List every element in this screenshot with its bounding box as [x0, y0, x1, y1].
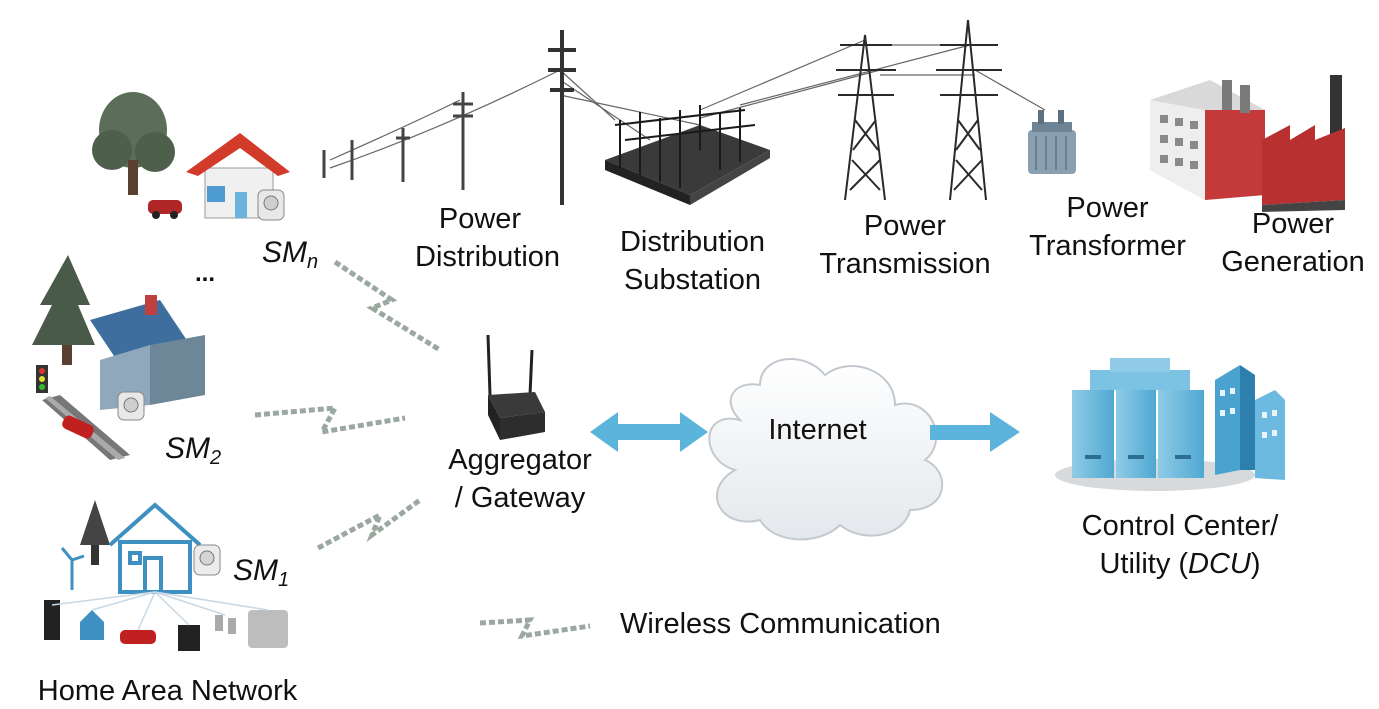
control-center-label: Control Center/ Utility (DCU) — [1081, 510, 1279, 580]
house-icon — [108, 502, 202, 594]
smart-meter-2-label: SM2 — [165, 432, 222, 469]
router-icon — [486, 334, 545, 440]
power-transformer-label: Power Transformer — [1029, 192, 1186, 262]
house-icon — [90, 295, 205, 410]
traffic-light-icon — [36, 365, 48, 393]
smart-meter-icon — [117, 391, 145, 421]
utility-pole-icon — [548, 30, 576, 205]
transformer-icon — [1028, 110, 1076, 174]
tree-icon — [80, 500, 110, 565]
server-icon — [1055, 358, 1255, 491]
arrow-icon — [930, 412, 1020, 452]
tree-icon — [32, 255, 95, 365]
arrow-icon — [590, 412, 708, 452]
building-icon — [1215, 365, 1285, 480]
smart-meter-icon — [257, 189, 285, 221]
network-devices — [44, 600, 288, 651]
power-lines — [329, 39, 1046, 169]
car-icon — [148, 200, 182, 219]
transmission-tower-icon — [836, 19, 1002, 201]
smart-meter-icon — [193, 544, 221, 576]
power-transmission-label: Power Transmission — [819, 210, 991, 280]
tree-icon — [92, 92, 175, 195]
power-generation-label: Power Generation — [1221, 208, 1365, 278]
car-icon — [62, 415, 94, 439]
power-distribution-label: Power Distribution — [415, 203, 561, 273]
substation-icon — [605, 105, 770, 205]
home-area-network-label: Home Area Network — [37, 675, 298, 707]
smart-meter-n-label: SMn — [262, 236, 319, 273]
internet-label: Internet — [768, 414, 867, 446]
smart-meter-1-label: SM1 — [233, 554, 290, 591]
connection-lines — [51, 591, 269, 631]
lightning-icon — [254, 259, 591, 640]
wind-turbine-icon — [60, 547, 85, 590]
aggregator-gateway-label: Aggregator / Gateway — [448, 444, 592, 514]
utility-pole-icon — [322, 92, 473, 190]
cloud-icon — [708, 358, 944, 541]
wireless-legend-label: Wireless Communication — [620, 608, 941, 640]
ellipsis-label: ... — [194, 260, 215, 287]
power-plant-icon — [1150, 75, 1345, 212]
distribution-substation-label: Distribution Substation — [619, 226, 766, 296]
